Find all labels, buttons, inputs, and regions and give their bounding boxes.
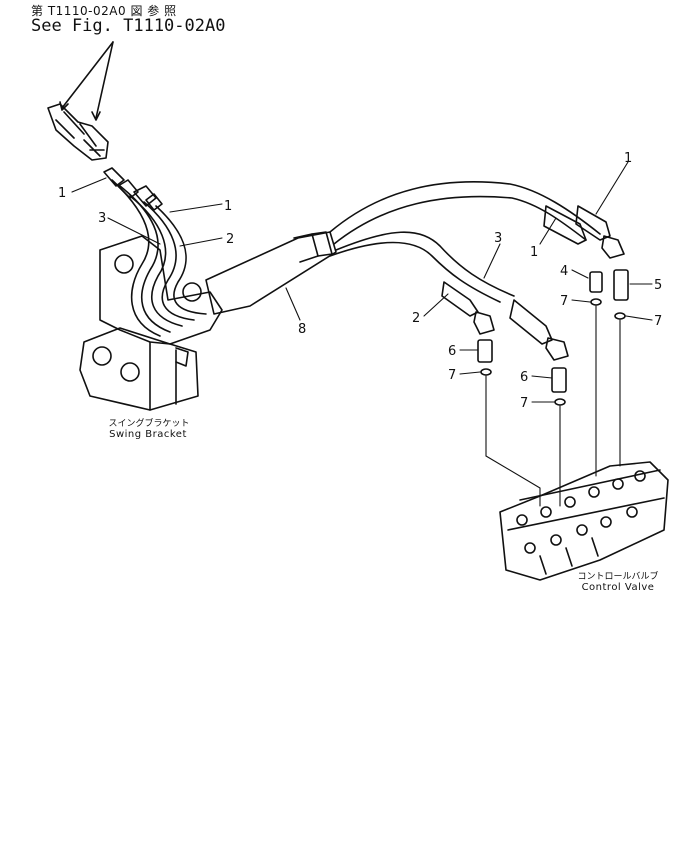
hose-fittings-right [441, 205, 625, 361]
callout-7-oring-b: 7 [654, 314, 662, 329]
callout-leaders [71, 161, 653, 403]
swing-bracket-caption-english: Swing Bracket [109, 429, 187, 440]
swing-bracket-caption-japanese: スイングブラケット [108, 419, 190, 429]
callout-5-fitting: 5 [654, 278, 662, 293]
adapters [477, 269, 629, 406]
lever-unit [47, 103, 109, 161]
hose-cover-sleeve [205, 231, 337, 315]
swing-bracket [79, 235, 223, 411]
hose-bundle-left [111, 179, 207, 337]
assembly-lines [485, 305, 621, 507]
callout-3-left: 3 [98, 211, 106, 226]
reference-arrows [59, 41, 114, 121]
callout-6-fitting-b: 6 [520, 370, 528, 385]
callout-7-oring-c: 7 [448, 368, 456, 383]
callout-6-fitting-a: 6 [448, 344, 456, 359]
control-valve [499, 461, 669, 581]
long-hoses [329, 181, 601, 303]
control-valve-caption-japanese: コントロールバルブ [577, 572, 659, 582]
callout-1-right-mid: 1 [530, 245, 538, 260]
callout-2-right: 2 [412, 311, 420, 326]
callout-4-fitting: 4 [560, 264, 568, 279]
callout-1-upper: 1 [224, 199, 232, 214]
figure-reference-japanese: 第 T1110-02A0 図 参 照 [31, 4, 177, 18]
callout-2-left: 2 [226, 232, 234, 247]
callout-1-left: 1 [58, 186, 66, 201]
control-valve-caption-english: Control Valve [581, 582, 655, 593]
callout-3-right: 3 [494, 231, 502, 246]
callout-8-cover: 8 [298, 322, 306, 337]
callout-1-right-top: 1 [624, 151, 632, 166]
callout-7-oring-d: 7 [520, 396, 528, 411]
figure-reference-english: See Fig. T1110-02A0 [31, 16, 226, 36]
callout-7-oring-a: 7 [560, 294, 568, 309]
